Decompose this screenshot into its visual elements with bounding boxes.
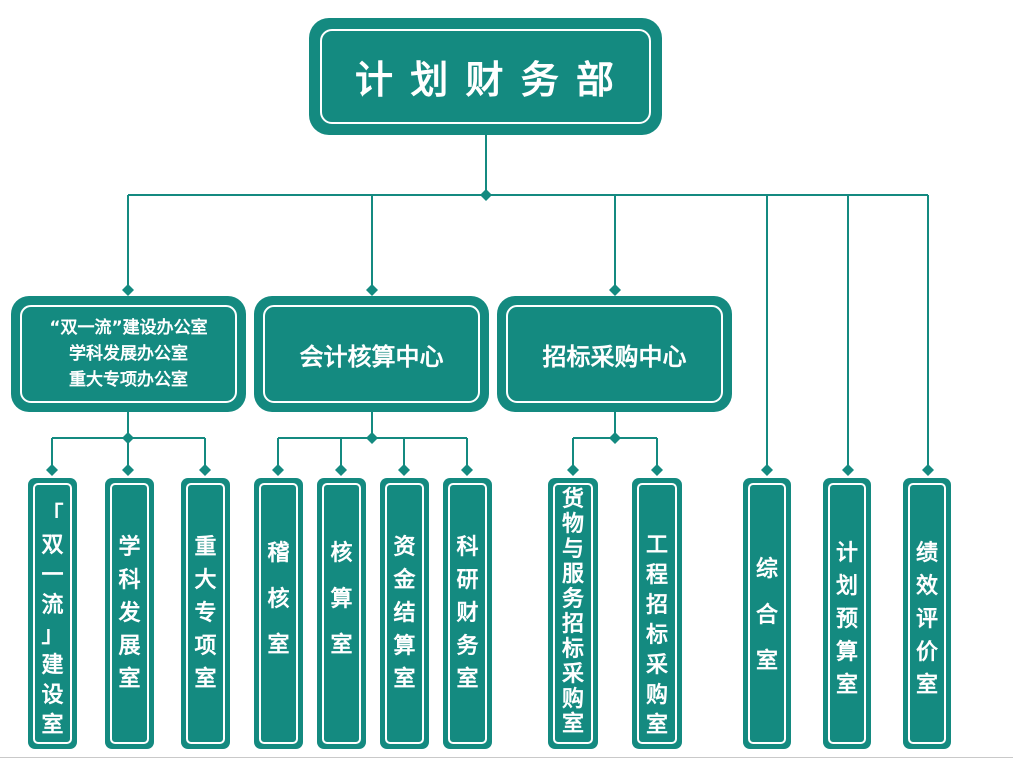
leaf-label: 计划预算室 xyxy=(835,541,858,698)
level2-box-double-first-class-office: “双一流”建设办公室 学科发展办公室 重大专项办公室 xyxy=(11,296,246,412)
leaf-box-general-room: 综合室 xyxy=(743,478,791,749)
level2-line: 重大专项办公室 xyxy=(69,370,188,390)
level2-line: 会计核算中心 xyxy=(299,342,444,371)
leaf-box-major-project-room: 重大专项室 xyxy=(181,478,230,749)
leaf-label: 「双一流」建设室 xyxy=(41,503,64,738)
level2-line: 招标采购中心 xyxy=(542,342,687,371)
leaf-label: 绩效评价室 xyxy=(915,541,938,698)
leaf-label: 重大专项室 xyxy=(194,535,217,692)
leaf-box-discipline-development-room: 学科发展室 xyxy=(105,478,154,749)
leaf-label: 货物与服务招标采购室 xyxy=(561,487,584,737)
leaf-label: 资金结算室 xyxy=(393,535,416,692)
root-label: 计 划 财 务 部 xyxy=(355,58,616,102)
leaf-box-accounting-room: 核算室 xyxy=(317,478,366,749)
leaf-label: 综合室 xyxy=(755,557,778,674)
level2-box-accounting-center: 会计核算中心 xyxy=(254,296,489,412)
leaf-label: 科研财务室 xyxy=(456,535,479,692)
leaf-box-performance-evaluation-room: 绩效评价室 xyxy=(903,478,951,749)
level2-line: “双一流”建设办公室 xyxy=(49,318,208,338)
root-box-finance-department: 计 划 财 务 部 xyxy=(309,18,662,135)
leaf-label: 学科发展室 xyxy=(118,535,141,692)
leaf-box-planning-budget-room: 计划预算室 xyxy=(823,478,871,749)
leaf-box-audit-room: 稽核室 xyxy=(254,478,303,749)
leaf-box-goods-services-procurement-room: 货物与服务招标采购室 xyxy=(548,478,598,749)
leaf-box-double-first-class-room: 「双一流」建设室 xyxy=(28,478,77,749)
bottom-divider xyxy=(0,757,1013,758)
leaf-box-funds-settlement-room: 资金结算室 xyxy=(380,478,429,749)
level2-line: 学科发展办公室 xyxy=(69,344,188,364)
level2-box-procurement-center: 招标采购中心 xyxy=(497,296,732,412)
leaf-label: 工程招标采购室 xyxy=(645,533,668,738)
leaf-label: 核算室 xyxy=(330,541,353,658)
leaf-box-engineering-procurement-room: 工程招标采购室 xyxy=(632,478,682,749)
leaf-label: 稽核室 xyxy=(267,541,290,658)
leaf-box-research-finance-room: 科研财务室 xyxy=(443,478,492,749)
